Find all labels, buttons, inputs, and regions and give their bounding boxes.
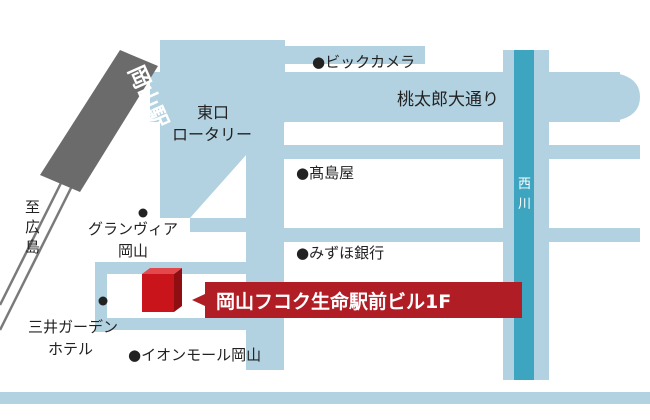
svg-text:岡山: 岡山 [118, 242, 148, 260]
road-east-1 [284, 145, 640, 159]
rotary-label: 東口 ロータリー [172, 103, 252, 144]
svg-text:ホテル: ホテル [48, 340, 93, 358]
road-vertical-main [246, 120, 284, 370]
direction-label: 至 広 島 [25, 198, 40, 256]
svg-text:グランヴィア: グランヴィア [88, 220, 178, 238]
svg-text:広: 広 [25, 218, 40, 236]
road-network [0, 40, 650, 404]
road-vertical-end [246, 340, 284, 365]
road-rotary-plaza [160, 40, 285, 218]
svg-text:川: 川 [518, 197, 531, 212]
svg-text:東口: 東口 [197, 103, 229, 122]
rail-line [0, 164, 72, 306]
road-bottom [0, 392, 650, 404]
svg-text:ロータリー: ロータリー [172, 125, 252, 144]
nishigawa-label: 西 川 [518, 177, 531, 212]
road-momotaro-end [600, 72, 640, 122]
road-top-spur [285, 46, 425, 64]
okayama-station [40, 50, 158, 192]
svg-text:島: 島 [25, 238, 40, 256]
road-west-1 [190, 218, 248, 232]
landmark-granvia: グランヴィア 岡山 [88, 208, 178, 260]
landmark-aeon-mall: ●イオンモール岡山 [128, 346, 261, 364]
road-west-3 [95, 318, 250, 330]
momotaro-odori-label: 桃太郎大通り [397, 90, 499, 110]
landmark-mizuho: ●みずほ銀行 [296, 244, 384, 262]
building-marker [142, 268, 182, 312]
landmark-bic-camera: ●ビックカメラ [312, 53, 415, 71]
railway-lines [0, 164, 82, 331]
landmark-mitsui-garden: 三井ガーデン ホテル [28, 296, 118, 358]
svg-text:三井ガーデン: 三井ガーデン [28, 318, 118, 336]
destination-callout [192, 282, 522, 318]
river-nishigawa [514, 50, 534, 380]
landmark-takashimaya: ●髙島屋 [296, 164, 354, 182]
rail-line [0, 169, 82, 331]
destination-label: 岡山フコク生命駅前ビル1F [216, 290, 451, 313]
svg-text:至: 至 [25, 198, 40, 216]
svg-text:西: 西 [518, 177, 531, 192]
road-east-2 [284, 228, 640, 242]
